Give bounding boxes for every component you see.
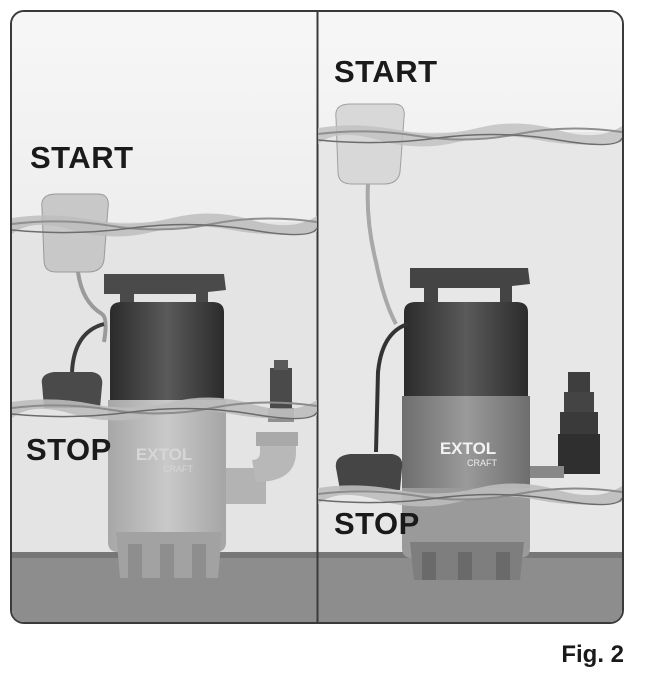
left-brand-sub: CRAFT: [163, 464, 193, 474]
right-water-surface-top: [317, 123, 622, 147]
figure-caption: Fig. 2: [561, 641, 624, 668]
right-pump-outlet: [568, 372, 590, 392]
left-pump-body: [108, 400, 226, 552]
left-float-cable: [76, 271, 108, 343]
illustration: EXTOL CRAFT: [12, 12, 622, 622]
left-pump: EXTOL CRAFT: [41, 193, 298, 578]
right-pump-top: [404, 302, 528, 396]
right-pump-float-low: [335, 454, 403, 490]
right-start-label: START: [334, 54, 438, 89]
left-water-surface-top: [12, 213, 318, 237]
left-start-label: START: [30, 140, 134, 175]
left-brand-logo: EXTOL: [136, 445, 192, 464]
right-brand-sub: CRAFT: [467, 458, 497, 468]
left-pump-top: [110, 302, 224, 400]
right-water-surface-bottom: [317, 483, 622, 507]
left-water-surface-bottom: [12, 397, 318, 421]
figure-frame: EXTOL CRAFT: [10, 10, 624, 624]
right-brand-logo: EXTOL: [440, 439, 496, 458]
left-stop-label: STOP: [26, 432, 112, 467]
right-pump-handle: [410, 268, 530, 306]
left-pump-handle: [104, 274, 226, 312]
left-pump-float-low: [41, 372, 103, 408]
right-stop-label: STOP: [334, 506, 420, 541]
right-pump-body: [402, 396, 530, 488]
right-float-switch: [335, 103, 405, 185]
right-float-cable: [365, 183, 398, 325]
